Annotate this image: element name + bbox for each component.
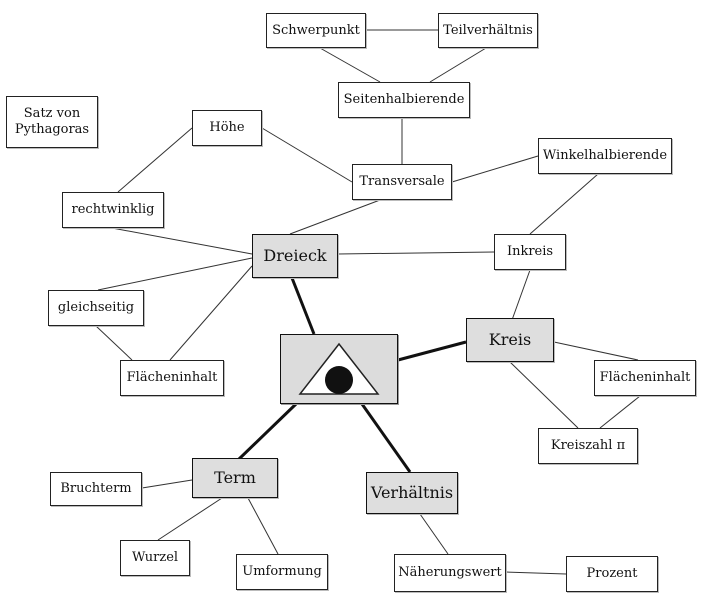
edge-verhaeltnis-naeherungswert (419, 513, 449, 555)
node-label: Kreis (488, 330, 532, 349)
node-bruchterm: Bruchterm (50, 472, 142, 506)
node-label: Prozent (586, 566, 638, 581)
node-satz-von-pythagoras: Satz von Pythagoras (6, 96, 98, 148)
node-label: Näherungswert (398, 565, 502, 580)
node-teilverhaeltnis: Teilverhältnis (438, 13, 538, 48)
node-label: Höhe (209, 120, 245, 135)
edge-dreieck-inkreis (337, 251, 495, 255)
edge-kreis-flaecheninhalt (553, 341, 639, 361)
node-label: Flächeninhalt (126, 370, 218, 385)
edge-dreieck-gleichseitig (97, 257, 253, 291)
edge-inkreis-kreis (511, 269, 531, 321)
node-label: gleichseitig (57, 300, 135, 315)
node-prozent: Prozent (566, 556, 658, 592)
node-winkelhalbierende: Winkelhalbierende (538, 138, 672, 174)
triangle-with-circle-icon (298, 342, 380, 395)
edge-center-term (236, 402, 298, 462)
node-flaecheninhalt-kreis: Flächeninhalt (594, 360, 696, 396)
circle-shape (325, 366, 353, 394)
edge-winkelhalbierende-inkreis (529, 173, 599, 235)
edge-center-verhaeltnis (360, 403, 412, 473)
edge-hoehe-rechtwinklig (117, 127, 193, 193)
node-kreiszahl-pi: Kreiszahl π (538, 428, 638, 464)
edge-flaecheninhalt-kreiszahl (599, 395, 641, 429)
node-inkreis: Inkreis (494, 234, 566, 270)
node-label: Wurzel (131, 550, 179, 565)
node-kreis: Kreis (466, 318, 554, 362)
node-label: Umformung (242, 564, 322, 579)
edge-naeherungswert-prozent (505, 571, 567, 575)
node-label: Kreiszahl π (550, 438, 626, 453)
node-label: Transversale (359, 174, 445, 189)
node-center (280, 334, 398, 404)
node-gleichseitig: gleichseitig (48, 290, 144, 326)
node-verhaeltnis: Verhältnis (366, 472, 458, 514)
node-rechtwinklig: rechtwinklig (62, 192, 164, 228)
edge-term-bruchterm (141, 479, 193, 489)
node-label: rechtwinklig (71, 202, 155, 217)
node-label: Dreieck (263, 246, 327, 265)
node-hoehe: Höhe (192, 110, 262, 146)
node-dreieck: Dreieck (252, 234, 338, 278)
node-transversale: Transversale (352, 164, 452, 200)
node-label: Teilverhältnis (443, 22, 533, 38)
edge-center-kreis (397, 340, 467, 362)
node-schwerpunkt: Schwerpunkt (266, 13, 366, 48)
node-label: Schwerpunkt (272, 22, 360, 38)
node-label: Bruchterm (60, 481, 132, 496)
node-label: Seitenhalbierende (343, 92, 465, 107)
edge-kreis-kreiszahl (509, 361, 579, 429)
edge-teilverhaeltnis-seitenhalbierende (429, 47, 487, 83)
edge-winkelhalbierende-transversale (451, 155, 539, 183)
edge-dreieck-flaecheninhalt (169, 265, 253, 361)
node-label: Winkelhalbierende (542, 148, 668, 163)
node-label: Flächeninhalt (599, 370, 691, 385)
node-seitenhalbierende: Seitenhalbierende (338, 82, 470, 118)
node-label: Satz von Pythagoras (14, 106, 90, 137)
edge-rechtwinklig-dreieck (111, 227, 253, 255)
edge-center-dreieck (290, 277, 316, 335)
edge-hoehe-transversale (261, 127, 353, 183)
edge-term-wurzel (157, 497, 223, 541)
node-wurzel: Wurzel (120, 540, 190, 576)
node-label: Verhältnis (370, 483, 454, 502)
node-label: Term (214, 468, 256, 487)
edge-transversale-dreieck (289, 199, 381, 235)
node-term: Term (192, 458, 278, 498)
edge-term-umformung (247, 497, 279, 555)
edge-gleichseitig-flaecheninhalt (95, 325, 133, 361)
node-umformung: Umformung (236, 554, 328, 590)
node-naeherungswert: Näherungswert (394, 554, 506, 592)
node-label: Inkreis (506, 244, 554, 259)
edge-schwerpunkt-seitenhalbierende (319, 47, 381, 83)
node-flaecheninhalt-dreieck: Flächeninhalt (120, 360, 224, 396)
